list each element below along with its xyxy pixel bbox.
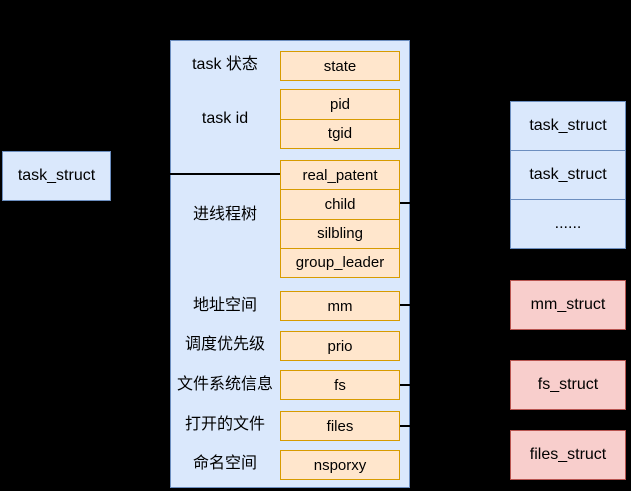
field-files: files — [326, 417, 354, 435]
field-group-nsporxy: nsporxy — [280, 450, 400, 480]
field-child: child — [281, 189, 399, 218]
stack-cell-ellipsis: ...... — [511, 199, 625, 248]
mm-struct-box: mm_struct — [510, 280, 626, 330]
files-struct-label: files_struct — [529, 446, 607, 463]
left-task-struct-label: task_struct — [17, 167, 96, 184]
field-real-patent: real_patent — [302, 166, 378, 184]
files-struct-box: files_struct — [510, 430, 626, 480]
field-group-fs: fs — [280, 370, 400, 400]
field-pid: pid — [329, 95, 351, 113]
field-group-mm: mm — [280, 291, 400, 321]
row-label-proc-tree: 进线程树 — [192, 206, 257, 223]
connector-stub-mm — [400, 304, 413, 306]
row-label-openfiles: 打开的文件 — [184, 416, 265, 433]
row-label-namespace: 命名空间 — [192, 455, 257, 472]
row-label-state: task 状态 — [192, 56, 258, 73]
mm-struct-label: mm_struct — [530, 296, 606, 313]
field-nsporxy: nsporxy — [313, 456, 367, 474]
field-group-proc-tree: real_patent child silbling group_leader — [280, 160, 400, 278]
stack-cell-task-struct-1: task_struct — [529, 117, 607, 134]
row-label-addr: 地址空间 — [192, 297, 257, 314]
connector-stub-child — [400, 202, 413, 204]
fs-struct-label: fs_struct — [537, 376, 599, 393]
fs-struct-box: fs_struct — [510, 360, 626, 410]
field-group-files: files — [280, 411, 400, 441]
field-group-task-id: pid tgid — [280, 89, 400, 149]
field-group-prio: prio — [280, 331, 400, 361]
field-fs: fs — [334, 376, 346, 394]
field-mm: mm — [327, 297, 353, 315]
left-task-struct-box: task_struct — [2, 151, 111, 201]
field-tgid: tgid — [281, 118, 399, 149]
field-state: state — [323, 57, 357, 75]
right-task-struct-stack: task_struct task_struct ...... — [510, 101, 626, 249]
field-prio: prio — [327, 337, 353, 355]
field-group-leader: group_leader — [281, 247, 399, 277]
connector-stub-files — [400, 425, 413, 427]
stack-cell-task-struct-2: task_struct — [511, 150, 625, 199]
field-group-state: state — [280, 51, 400, 81]
row-label-fsinfo: 文件系统信息 — [176, 376, 273, 393]
connector-stub-fs — [400, 384, 413, 386]
row-label-sched: 调度优先级 — [184, 336, 265, 353]
connector-left-to-real-patent — [111, 173, 280, 175]
row-label-task-id: task id — [201, 110, 249, 127]
field-silbling: silbling — [281, 218, 399, 248]
